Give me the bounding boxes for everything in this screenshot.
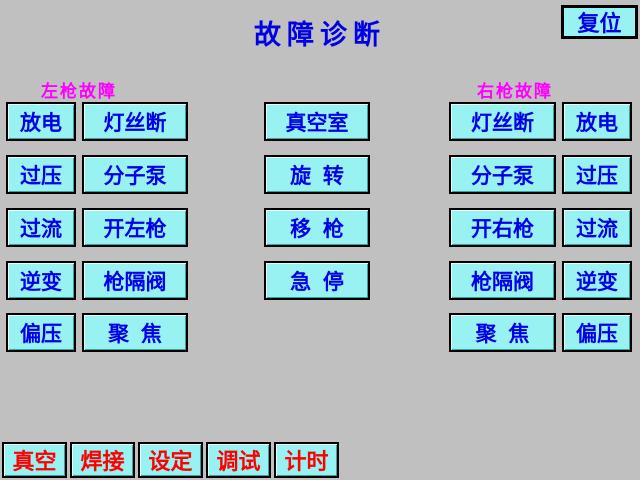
left-fault-gun-valve-lamp: 枪隔阀 — [82, 261, 188, 300]
left-fault-inverter-lamp: 逆变 — [6, 261, 76, 300]
right-fault-discharge-lamp: 放电 — [562, 102, 632, 141]
nav-timer-button[interactable]: 计时 — [274, 442, 339, 478]
page-title: 故障诊断 — [254, 20, 386, 50]
nav-debug-button[interactable]: 调试 — [206, 442, 271, 478]
right-fault-open-right-gun-lamp: 开右枪 — [449, 208, 556, 247]
fault-rotate-lamp: 旋 转 — [264, 155, 370, 194]
left-fault-molecular-pump-lamp: 分子泵 — [82, 155, 188, 194]
right-fault-overcurrent-lamp: 过流 — [562, 208, 632, 247]
fault-emergency-stop-lamp: 急 停 — [264, 261, 370, 300]
left-fault-bias-lamp: 偏压 — [6, 313, 76, 352]
right-fault-focus-lamp: 聚 焦 — [449, 313, 556, 352]
nav-settings-button[interactable]: 设定 — [138, 442, 203, 478]
fault-vacuum-chamber-lamp: 真空室 — [264, 102, 370, 141]
right-fault-bias-lamp: 偏压 — [562, 313, 632, 352]
right-fault-overvoltage-lamp: 过压 — [562, 155, 632, 194]
left-fault-overcurrent-lamp: 过流 — [6, 208, 76, 247]
left-fault-filament-break-lamp: 灯丝断 — [82, 102, 188, 141]
right-fault-header: 右枪故障 — [477, 82, 553, 101]
right-fault-inverter-lamp: 逆变 — [562, 261, 632, 300]
fault-move-gun-lamp: 移 枪 — [264, 208, 370, 247]
left-fault-overvoltage-lamp: 过压 — [6, 155, 76, 194]
nav-vacuum-button[interactable]: 真空 — [2, 442, 67, 478]
left-fault-header: 左枪故障 — [41, 82, 117, 101]
left-fault-discharge-lamp: 放电 — [6, 102, 76, 141]
left-fault-focus-lamp: 聚 焦 — [82, 313, 188, 352]
right-fault-molecular-pump-lamp: 分子泵 — [449, 155, 556, 194]
right-fault-filament-break-lamp: 灯丝断 — [449, 102, 556, 141]
reset-button[interactable]: 复位 — [561, 5, 638, 39]
left-fault-open-left-gun-lamp: 开左枪 — [82, 208, 188, 247]
right-fault-gun-valve-lamp: 枪隔阀 — [449, 261, 556, 300]
nav-welding-button[interactable]: 焊接 — [70, 442, 135, 478]
